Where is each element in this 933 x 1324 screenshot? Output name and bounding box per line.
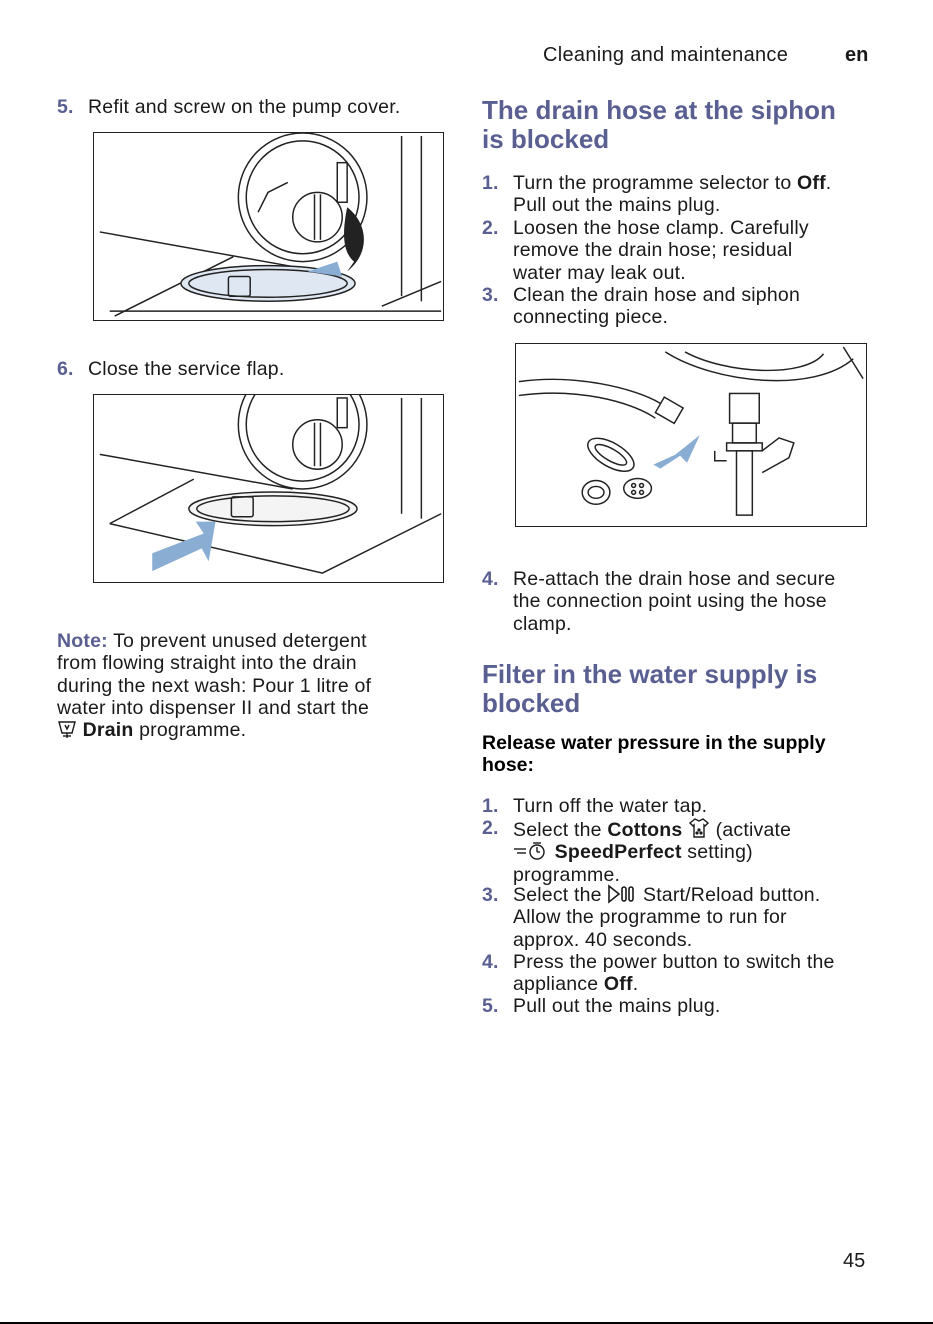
step-line: connecting piece. [513, 306, 669, 329]
filter-step-3: 3. Select the Start/Reload button. Allow… [482, 884, 902, 952]
filter-step-1: 1. Turn off the water tap. [482, 795, 902, 818]
step-text: Refit and screw on the pump cover. [88, 96, 401, 118]
step-line: programme. [513, 863, 621, 886]
filter-step-5: 5. Pull out the mains plug. [482, 995, 902, 1018]
title-line: Filter in the water supply is [482, 659, 818, 689]
step-number: 5. [57, 96, 74, 118]
note-line: water into dispenser II and start the [57, 696, 369, 719]
siphon-step-4: 4. Re-attach the drain hose and secure t… [482, 568, 902, 635]
step-number: 2. [482, 217, 499, 239]
step-line: (activate [715, 819, 792, 841]
step-line: approx. 40 seconds. [513, 928, 693, 951]
step-line: Allow the programme to run for [513, 906, 787, 929]
step-text: Loosen the hose clamp. Carefully remove … [513, 217, 809, 284]
step-text: Re-attach the drain hose and secure the … [513, 568, 835, 635]
speedperfect-icon [514, 842, 545, 860]
drain-hose-siphon-illustration [515, 343, 867, 527]
filter-step-2: 2. Select the Cottons (activate SpeedPer… [482, 817, 902, 886]
step-line: remove the drain hose; residual [513, 239, 793, 262]
running-header-language: en [845, 44, 869, 66]
step-line: clamp. [513, 612, 572, 635]
off-setting: Off [603, 973, 633, 996]
page-number: 45 [843, 1250, 866, 1272]
note-line: To prevent unused detergent [113, 630, 367, 652]
drain-hose-siphon-drawing [518, 346, 864, 516]
step-line: the connection point using the hose [513, 590, 827, 613]
step-text: Turn off the water tap. [513, 795, 708, 817]
note-label: Note: [57, 630, 108, 652]
step-text: Close the service flap. [88, 358, 285, 380]
speedperfect-setting-name: SpeedPerfect [554, 841, 682, 864]
title-line: is blocked [482, 124, 610, 154]
step-number: 4. [482, 951, 499, 973]
step-text: Select the Start/Reload button. Allow th… [513, 884, 820, 951]
service-flap-drawing [99, 395, 442, 574]
step-text: Turn the programme selector to Off. Pull… [513, 172, 831, 217]
pump-cover-drawing [99, 133, 442, 317]
siphon-step-3: 3. Clean the drain hose and siphon conne… [482, 284, 882, 329]
step-text: Press the power button to switch the app… [513, 951, 835, 996]
cottons-programme-icon [688, 818, 710, 838]
step-line: Loosen the hose clamp. Carefully [513, 217, 809, 239]
filter-section-title: Filter in the water supply is blocked [482, 660, 817, 718]
title-line: The drain hose at the siphon [482, 95, 836, 125]
step-text: Select the Cottons (activate SpeedPerfec… [513, 817, 791, 886]
step-line: Clean the drain hose and siphon [513, 284, 800, 306]
step-punct: . [825, 172, 832, 194]
step-number: 3. [482, 884, 499, 906]
filter-subheading: Release water pressure in the supply hos… [482, 732, 902, 777]
step-number: 2. [482, 817, 499, 839]
filter-step-4: 4. Press the power button to switch the … [482, 951, 902, 996]
step-line: Select the [513, 884, 602, 906]
subheading-line: Release water pressure in the supply [482, 732, 826, 754]
step-line: Turn the programme selector to [513, 172, 792, 194]
step-text: Clean the drain hose and siphon connecti… [513, 284, 800, 329]
note-line: from flowing straight into the drain [57, 652, 357, 675]
step-line: appliance [513, 973, 599, 996]
note-block: Note: To prevent unused detergent from f… [57, 630, 427, 741]
service-flap-illustration [93, 394, 444, 583]
step-refit-pump-cover: 5. Refit and screw on the pump cover. [57, 96, 437, 120]
step-text: Pull out the mains plug. [513, 995, 721, 1017]
cottons-programme-name: Cottons [607, 819, 683, 841]
subheading-line: hose: [482, 754, 535, 777]
pump-cover-illustration [93, 132, 444, 321]
step-number: 1. [482, 172, 499, 194]
start-reload-icon [608, 884, 635, 904]
drain-programme-icon [58, 721, 76, 739]
step-line: water may leak out. [513, 261, 686, 284]
step-line: setting) [687, 841, 753, 864]
drain-programme-name: Drain [82, 719, 134, 742]
running-header-section: Cleaning and maintenance [543, 44, 789, 66]
step-line: Select the [513, 819, 602, 841]
note-line-end: programme. [139, 719, 247, 742]
bottom-rule [0, 1322, 933, 1324]
step-number: 3. [482, 284, 499, 306]
step-line: Start/Reload button. [642, 884, 821, 906]
siphon-step-2: 2. Loosen the hose clamp. Carefully remo… [482, 217, 882, 284]
off-setting: Off [797, 172, 826, 194]
step-close-service-flap: 6. Close the service flap. [57, 358, 437, 382]
step-number: 1. [482, 795, 499, 817]
step-line: Press the power button to switch the [513, 951, 835, 973]
step-punct: . [632, 973, 639, 996]
step-number: 6. [57, 358, 74, 380]
step-line: Pull out the mains plug. [513, 194, 721, 217]
title-line: blocked [482, 688, 581, 718]
step-line: Re-attach the drain hose and secure [513, 568, 836, 590]
step-number: 5. [482, 995, 499, 1017]
step-number: 4. [482, 568, 499, 590]
siphon-step-1: 1. Turn the programme selector to Off. P… [482, 172, 882, 217]
siphon-section-title: The drain hose at the siphon is blocked [482, 96, 836, 154]
note-line: during the next wash: Pour 1 litre of [57, 674, 372, 697]
